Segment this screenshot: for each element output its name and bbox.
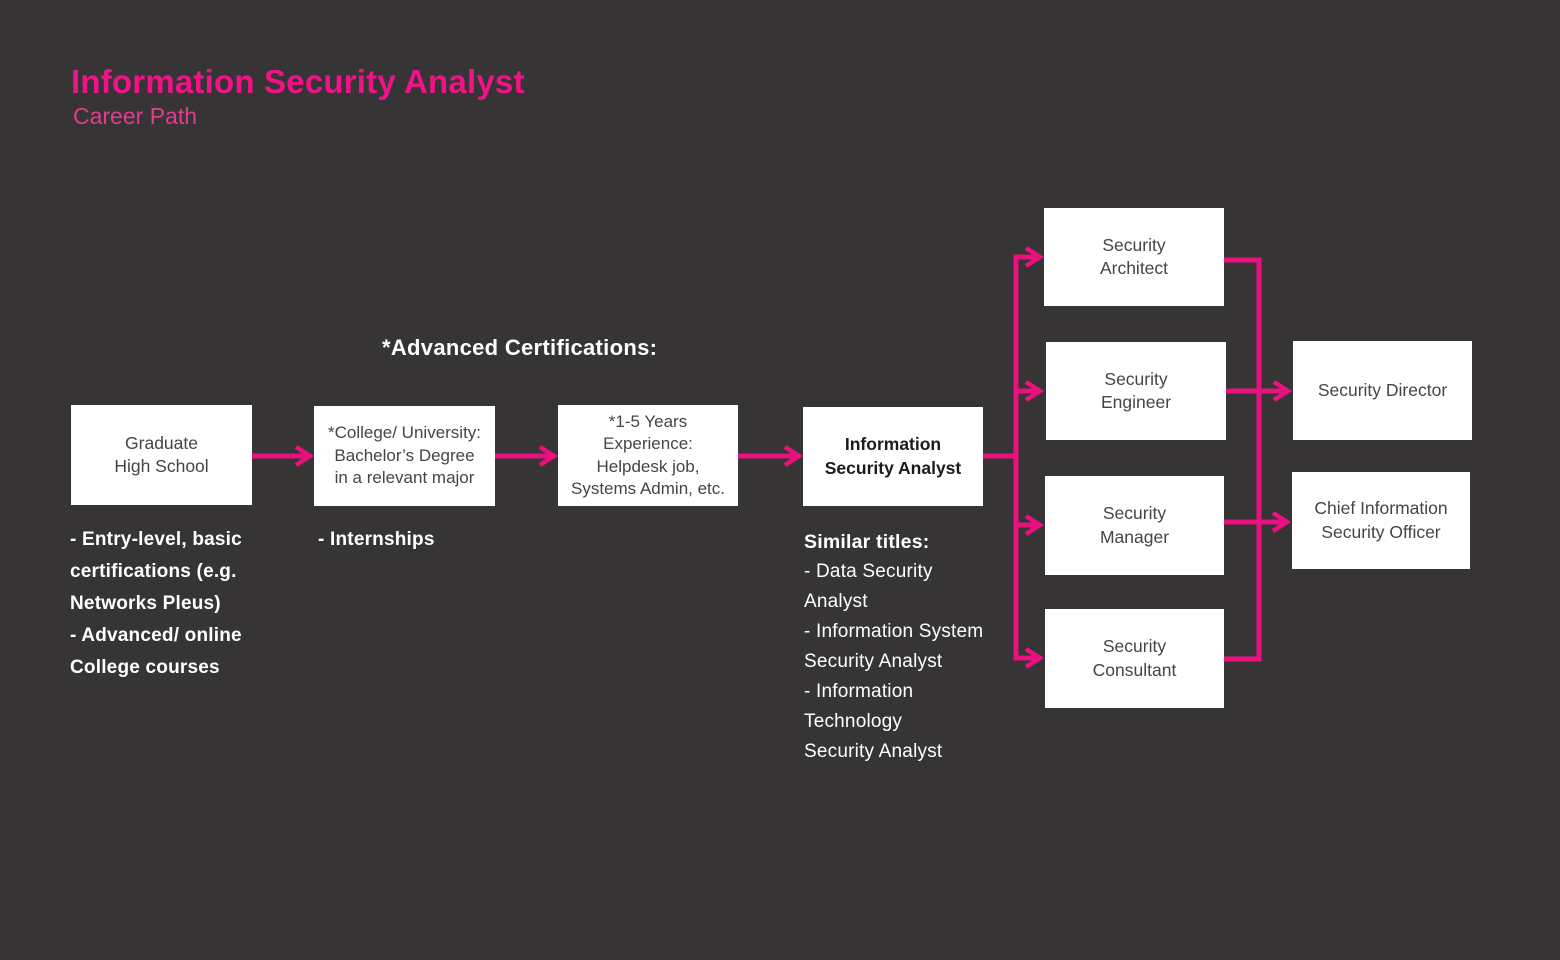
similar-titles-heading: Similar titles: — [804, 531, 930, 553]
node-security-architect: Security Architect — [1044, 208, 1224, 306]
node-graduate-high-school: Graduate High School — [71, 405, 252, 505]
node-security-consultant: Security Consultant — [1045, 609, 1224, 708]
node-security-engineer: Security Engineer — [1046, 342, 1226, 440]
similar-titles-block: Similar titles: - Data Security Analyst … — [804, 527, 983, 767]
node-information-security-analyst: Information Security Analyst — [803, 407, 983, 506]
node-chief-information-security-officer: Chief Information Security Officer — [1292, 472, 1470, 569]
note-internships: - Internships — [318, 529, 435, 550]
title-block: Information Security Analyst Career Path — [71, 63, 525, 129]
page-subtitle: Career Path — [73, 102, 198, 129]
node-experience: *1-5 Years Experience: Helpdesk job, Sys… — [558, 405, 738, 506]
similar-titles-list: - Data Security Analyst - Information Sy… — [804, 561, 984, 762]
node-security-director: Security Director — [1293, 341, 1472, 440]
page-title: Information Security Analyst — [71, 63, 525, 100]
right-bus-line — [1224, 257, 1262, 662]
node-security-manager: Security Manager — [1045, 476, 1224, 575]
node-college-university: *College/ University: Bachelor’s Degree … — [314, 406, 495, 506]
advanced-certifications-heading: *Advanced Certifications: — [382, 335, 658, 360]
note-graduate-details: - Entry-level, basic certifications (e.g… — [70, 529, 242, 678]
